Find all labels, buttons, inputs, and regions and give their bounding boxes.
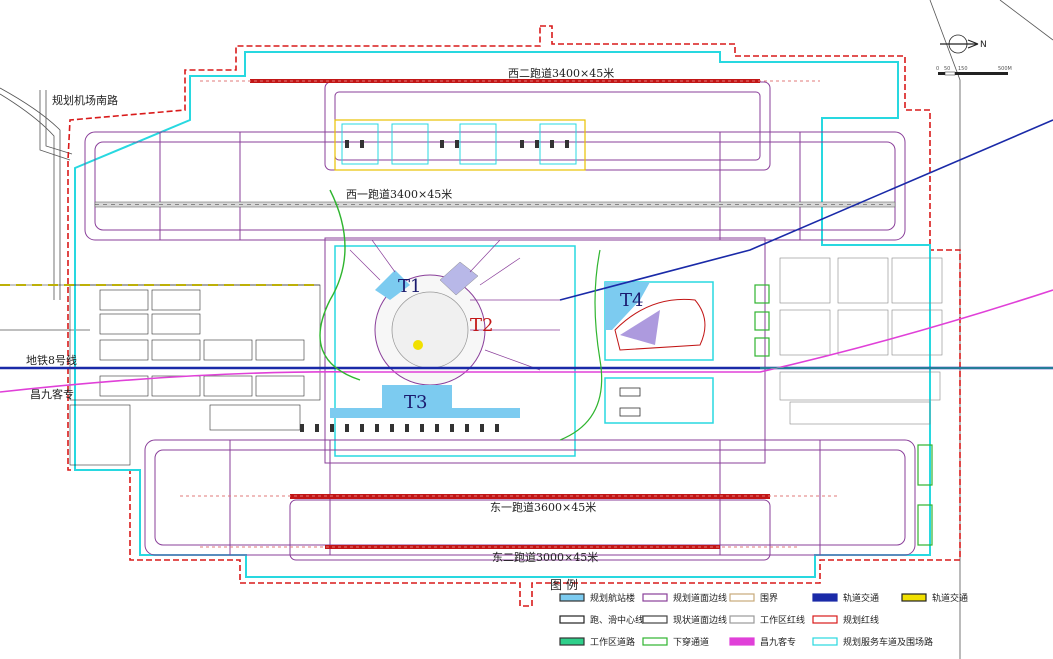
legend-title: 图 例 <box>550 578 578 592</box>
legend-label-redline: 规划红线 <box>843 614 879 626</box>
north-apron-stands <box>341 123 577 165</box>
aircraft-stands <box>300 140 569 432</box>
terminal-t2-label: T2 <box>470 315 493 336</box>
legend-swatch-workroad <box>559 637 585 646</box>
legend-item-fence: 围界 <box>729 593 778 604</box>
north-compass: N <box>940 34 987 54</box>
rail-blue-diagonal <box>559 119 1053 301</box>
legend-label-workzone: 工作区红线 <box>760 614 805 626</box>
changjiu-label: 昌九客专 <box>30 387 74 401</box>
terminal-complex <box>324 237 766 464</box>
legend-label-fence: 围界 <box>760 593 778 604</box>
legend-swatch-fence <box>729 593 755 602</box>
legend-item-pavement: 规划道面边线 <box>642 592 727 604</box>
legend-item-rail-yellow: 轨道交通 <box>901 592 968 604</box>
scale-0: 0 <box>936 66 939 72</box>
scale-bar: 0 50 150 500M <box>936 66 1012 76</box>
legend: 图 例 规划航站楼规划道面边线围界轨道交通轨道交通跑、滑中心线现状道面边线工作区… <box>550 578 968 648</box>
runway-east2 <box>325 545 720 549</box>
legend-label-workroad: 工作区道路 <box>590 636 635 648</box>
legend-label-terminal: 规划航站楼 <box>590 592 635 604</box>
east-airfield <box>144 439 916 561</box>
runway-west2 <box>250 79 760 83</box>
legend-item-centerline: 跑、滑中心线 <box>559 614 644 626</box>
legend-swatch-rail-yellow <box>901 593 927 602</box>
legend-label-underpass: 下穿通道 <box>673 636 709 648</box>
service-road <box>74 51 931 578</box>
east-work-zone <box>779 257 943 425</box>
legend-swatch-workzone <box>729 615 755 624</box>
legend-item-workroad: 工作区道路 <box>559 636 635 648</box>
runway-east2-label: 东二跑道3000×45米 <box>492 550 598 564</box>
legend-label-service: 规划服务车道及围场路 <box>843 636 933 648</box>
legend-item-service: 规划服务车道及围场路 <box>812 636 933 648</box>
terminal-t1-label: T1 <box>398 276 421 297</box>
terminal-t4 <box>605 282 650 330</box>
terminal-t3-label: T3 <box>404 392 427 413</box>
legend-item-rail: 轨道交通 <box>812 592 879 604</box>
runway-west1-label: 西一跑道3400×45米 <box>346 187 452 201</box>
scale-50: 50 <box>944 66 950 72</box>
legend-label-centerline: 跑、滑中心线 <box>590 614 644 626</box>
legend-swatch-terminal <box>559 593 585 602</box>
terminal-t4-label: T4 <box>620 290 643 311</box>
green-rail <box>319 189 361 381</box>
legend-swatch-centerline <box>559 615 585 624</box>
legend-label-pavement: 规划道面边线 <box>673 592 727 604</box>
legend-label-existing: 现状道面边线 <box>673 614 727 626</box>
west-airfield <box>84 81 906 241</box>
legend-label-rail-yellow: 轨道交通 <box>932 592 968 604</box>
planning-redline <box>67 25 961 607</box>
legend-swatch-service <box>812 637 838 646</box>
north-apron <box>334 119 586 171</box>
legend-swatch-redline <box>812 615 838 624</box>
runway-west2-label: 西二跑道3400×45米 <box>508 66 614 80</box>
legend-swatch-underpass <box>642 637 668 646</box>
north-label: N <box>980 40 987 50</box>
t1-t2-piers <box>349 239 560 371</box>
legend-item-terminal: 规划航站楼 <box>559 592 635 604</box>
south-road-label: 规划机场南路 <box>52 93 118 107</box>
legend-item-existing: 现状道面边线 <box>642 614 727 626</box>
legend-item-changjiu: 昌九客专 <box>729 636 796 648</box>
legend-swatch-pavement <box>642 593 668 602</box>
scale-150: 150 <box>958 66 968 72</box>
legend-swatch-existing <box>642 615 668 624</box>
runway-east1-label: 东一跑道3600×45米 <box>490 500 596 514</box>
legend-label-rail: 轨道交通 <box>843 592 879 604</box>
legend-item-underpass: 下穿通道 <box>642 636 709 648</box>
legend-swatch-changjiu <box>729 637 755 646</box>
legend-item-workzone: 工作区红线 <box>729 614 805 626</box>
legend-item-redline: 规划红线 <box>812 614 879 626</box>
east-green-blocks <box>754 284 933 546</box>
legend-swatch-rail <box>812 593 838 602</box>
scale-500: 500M <box>998 66 1012 72</box>
metro8-label: 地铁8号线 <box>26 353 77 367</box>
changjiu-line <box>0 289 1053 393</box>
legend-label-changjiu: 昌九客专 <box>760 636 796 648</box>
